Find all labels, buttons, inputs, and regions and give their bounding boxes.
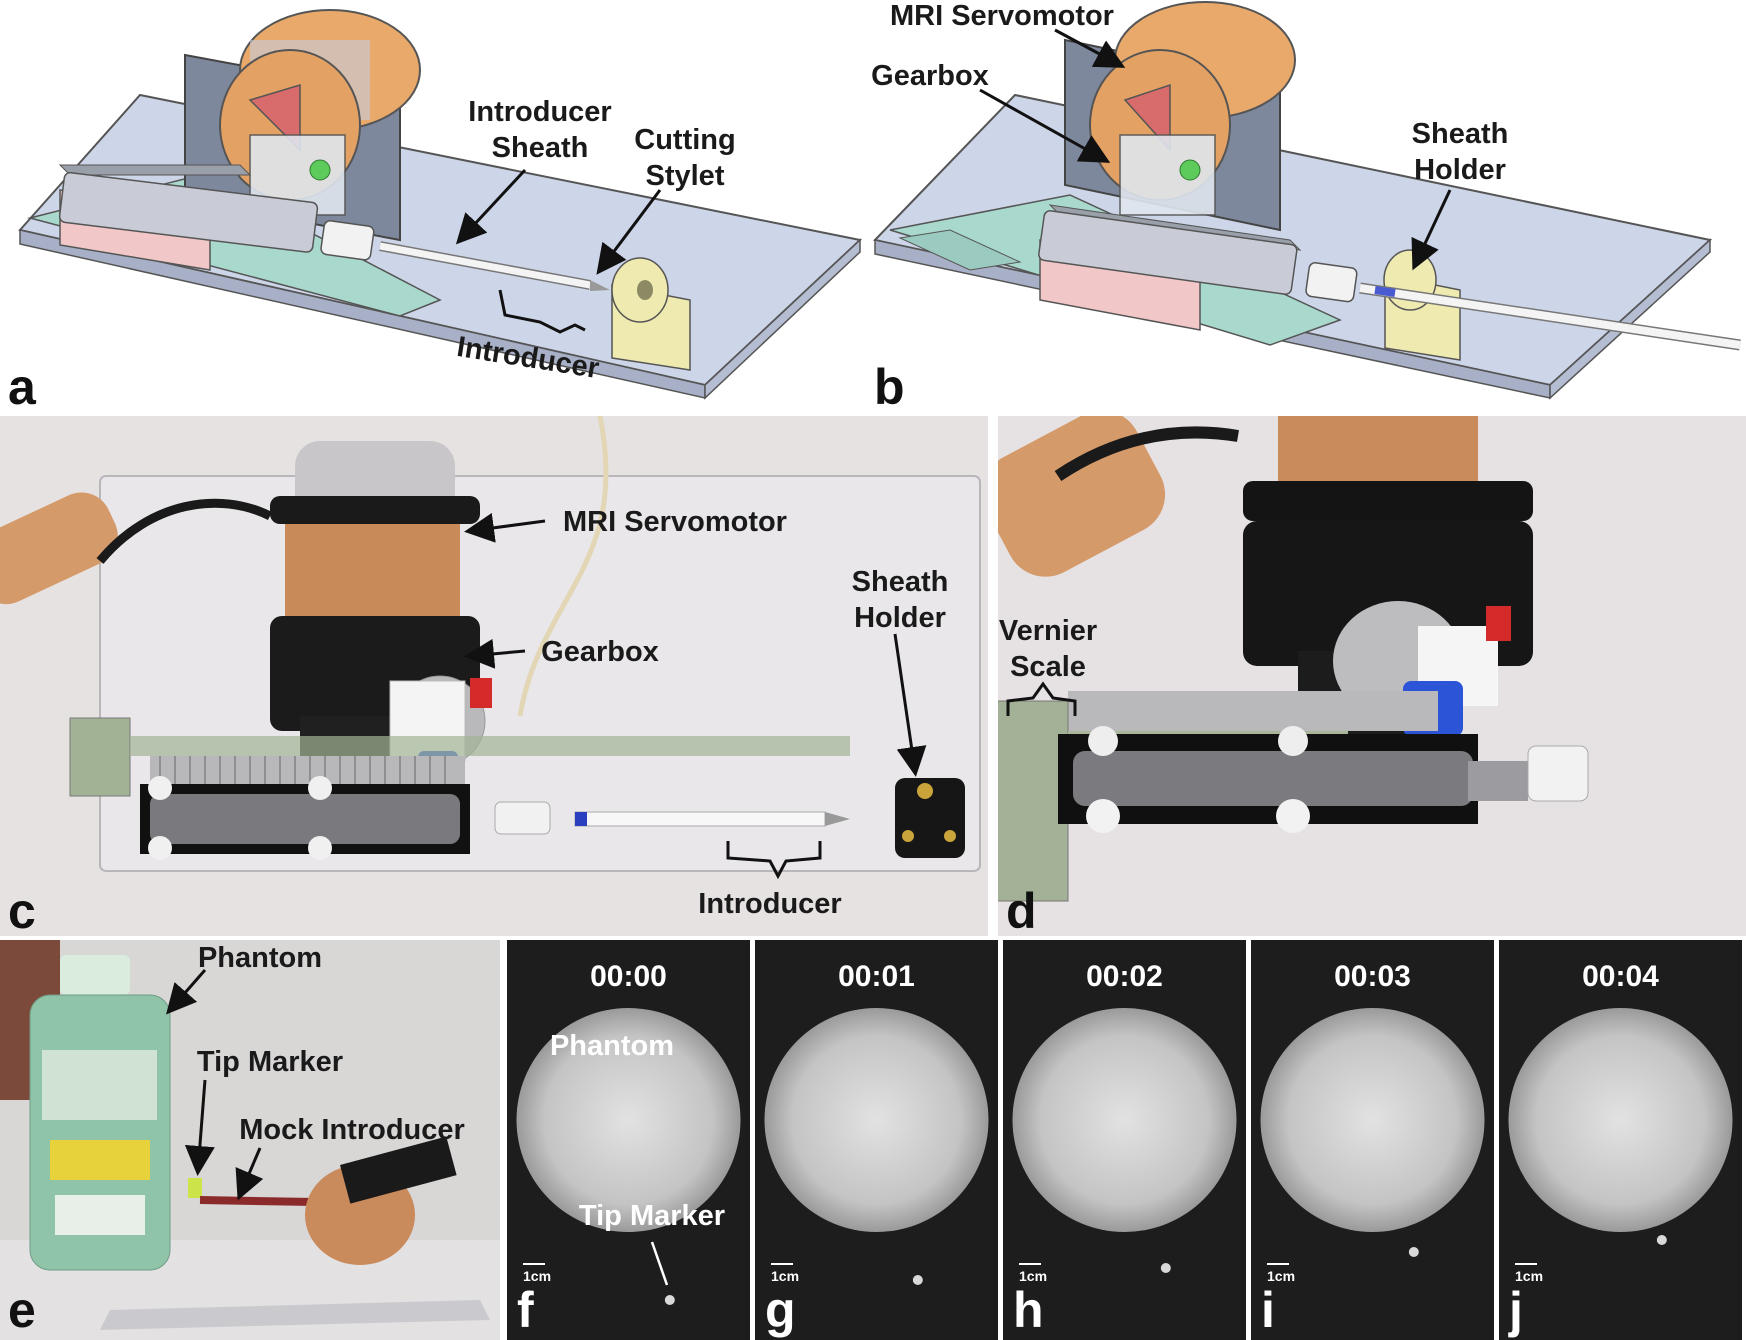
scale-bar: 1cm [771, 1263, 800, 1284]
panel-letter-e: e [8, 1282, 36, 1338]
panel-letter-b: b [874, 359, 905, 412]
scale-label: 1cm [1515, 1268, 1544, 1284]
frame-timestamp: 00:04 [1582, 960, 1659, 993]
label-tip-marker: Tip Marker [578, 1200, 726, 1232]
scale-label: 1cm [1019, 1268, 1048, 1284]
scale-bar: 1cm [1019, 1263, 1048, 1284]
tip-marker-dot [912, 1275, 923, 1285]
panel-letter-j: j [1509, 1282, 1523, 1338]
scale-bar: 1cm [1515, 1263, 1544, 1284]
photo-e [0, 940, 500, 1340]
phantom-disc [1508, 1008, 1733, 1232]
mri-image [764, 1008, 989, 1285]
label-mri-servomotor: MRI Servomotor [563, 506, 787, 538]
panel-letter-c: c [8, 883, 36, 936]
frame-timestamp: 00:01 [838, 960, 915, 993]
scale-label: 1cm [523, 1268, 552, 1284]
panel-letter-i: i [1261, 1282, 1275, 1338]
phantom-disc [764, 1008, 989, 1232]
phantom-disc [1260, 1008, 1485, 1232]
label-vernier-scale: Vernier Scale [998, 615, 1098, 683]
panel-letter-a: a [8, 359, 36, 412]
label-phantom: Phantom [197, 942, 323, 974]
panel-e: Phantom Tip Marker Mock Introducer e [0, 940, 500, 1340]
scale-bar: 1cm [1267, 1263, 1296, 1284]
photo-c [0, 416, 988, 936]
panel-letter-g: g [765, 1282, 796, 1338]
phantom-disc [1012, 1008, 1237, 1232]
scale-bar: 1cm [523, 1263, 552, 1284]
panel-letter-d: d [1006, 883, 1037, 936]
panel-c: MRI Servomotor Gearbox Sheath Holder Int… [0, 416, 988, 936]
scale-label: 1cm [771, 1268, 800, 1284]
label-phantom: Phantom [549, 1030, 675, 1062]
label-mock-introducer: Mock Introducer [239, 1114, 465, 1146]
label-gearbox: Gearbox [541, 636, 659, 668]
label-gearbox: Gearbox [871, 60, 989, 92]
tip-marker-dot [1656, 1235, 1667, 1245]
panel-letter-h: h [1013, 1282, 1044, 1338]
photo-d [998, 416, 1746, 936]
label-introducer-sheath: Introducer Sheath [468, 96, 612, 164]
mri-image [516, 1008, 741, 1305]
label-mri-servomotor: MRI Servomotor [890, 0, 1114, 32]
panel-b: MRI Servomotor Gearbox Sheath Holder b [870, 0, 1746, 412]
label-introducer: Introducer [698, 888, 842, 920]
tip-marker-dot [664, 1295, 675, 1305]
cad-drawing-b [873, 1, 1741, 400]
phantom-disc [516, 1008, 741, 1232]
tip-marker-dot [1408, 1247, 1419, 1257]
panel-a: Introducer Sheath Cutting Stylet Introdu… [0, 0, 868, 412]
label-cutting-stylet: Cutting Stylet [634, 124, 736, 192]
frame-timestamp: 00:00 [590, 960, 667, 993]
tip-arrow [650, 1241, 669, 1286]
label-tip-marker: Tip Marker [196, 1046, 344, 1078]
panel-d: Vernier Scale d [998, 416, 1746, 936]
frame-timestamp: 00:02 [1086, 960, 1163, 993]
mri-image [1012, 1008, 1237, 1273]
mri-image [1260, 1008, 1485, 1257]
label-sheath-holder: Sheath Holder [1411, 118, 1509, 186]
panel-letter-f: f [517, 1282, 534, 1338]
scale-label: 1cm [1267, 1268, 1296, 1284]
label-sheath-holder: Sheath Holder [851, 566, 949, 634]
cad-drawing-a [18, 9, 863, 400]
mri-image [1508, 1008, 1733, 1245]
tip-marker-dot [1160, 1263, 1171, 1273]
frame-timestamp: 00:03 [1334, 960, 1411, 993]
